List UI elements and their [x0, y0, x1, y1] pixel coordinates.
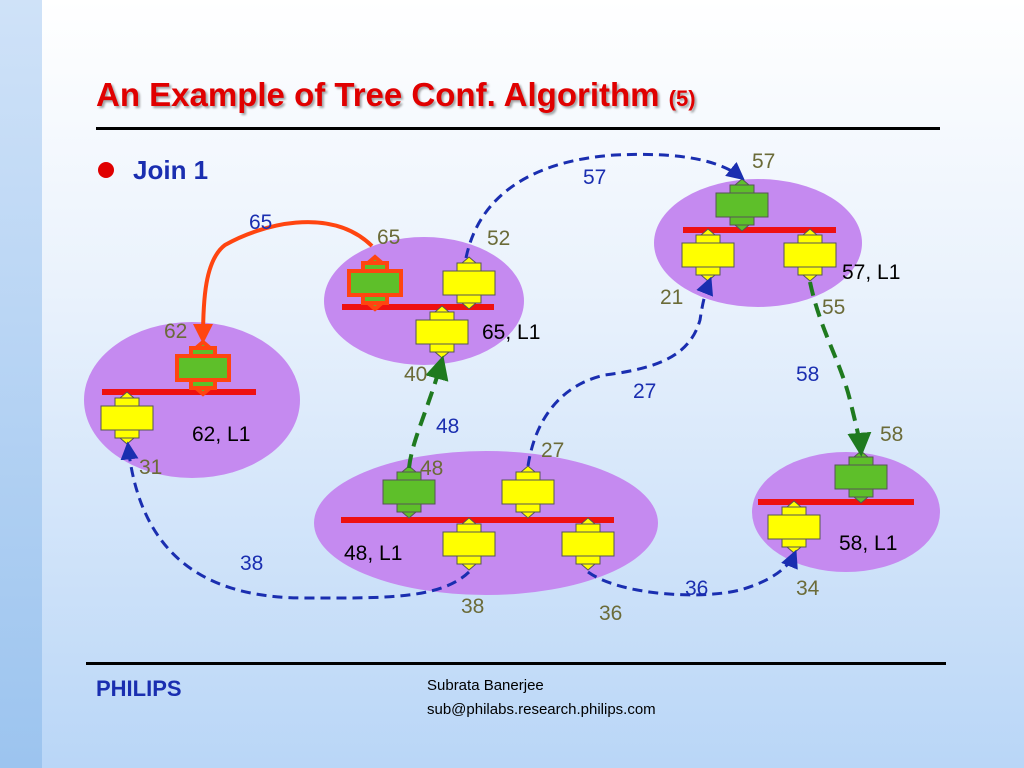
edge-52-to-57 [464, 152, 745, 259]
edge-label-38: 38 [240, 552, 263, 575]
left-decorative-strip [0, 0, 42, 768]
cluster-62-label: 62, L1 [192, 423, 250, 446]
slide-title: An Example of Tree Conf. Algorithm (5) [96, 76, 696, 114]
edge-label-65: 65 [249, 211, 272, 234]
author-info: Subrata Banerjee sub@philabs.research.ph… [427, 674, 656, 722]
node-label-40: 40 [404, 363, 427, 386]
title-text: An Example of Tree Conf. Algorithm [96, 76, 660, 113]
node-label-21: 21 [660, 286, 683, 309]
edge-65-to-62 [193, 220, 374, 344]
node-label-36: 36 [599, 602, 622, 625]
cluster-62-ellipse [84, 322, 300, 478]
author-name: Subrata Banerjee [427, 677, 544, 694]
cluster-62-bar [102, 389, 256, 395]
edge-48-to-40 [407, 355, 449, 469]
edge-36-to-34 [587, 549, 798, 597]
node-label-65: 65 [377, 226, 400, 249]
bullet-dot [98, 162, 114, 178]
cluster-65-bar [342, 304, 494, 310]
edge-label-36: 36 [685, 577, 708, 600]
node-label-62: 62 [164, 320, 187, 343]
cluster-58-label: 58, L1 [839, 532, 897, 555]
edge-label-58: 58 [796, 363, 819, 386]
node-label-55: 55 [822, 296, 845, 319]
node-label-34: 34 [796, 577, 820, 600]
node-label-52: 52 [487, 227, 510, 250]
title-rule [96, 127, 940, 130]
node-label-48: 48 [420, 457, 443, 480]
author-email: sub@philabs.research.philips.com [427, 701, 656, 718]
cluster-57-label: 57, L1 [842, 261, 900, 284]
node-label-57: 57 [752, 150, 775, 173]
node-label-27: 27 [541, 439, 564, 462]
cluster-48-label: 48, L1 [344, 542, 402, 565]
title-suffix: (5) [668, 86, 696, 111]
cluster-65-ellipse [324, 237, 524, 365]
node-label-58: 58 [880, 423, 903, 446]
cluster-58-bar [758, 499, 914, 505]
cluster-57-bar [683, 227, 836, 233]
node-label-31: 31 [139, 456, 162, 479]
edge-label-27: 27 [633, 380, 656, 403]
node-label-38: 38 [461, 595, 484, 618]
brand-logo-text: PHILIPS [96, 676, 182, 701]
edge-label-57: 57 [583, 166, 606, 189]
edge-38-to-31 [120, 441, 471, 600]
edge-27-to-21 [526, 276, 714, 467]
edge-55-to-58 [808, 281, 872, 457]
bullet-text: Join 1 [133, 155, 209, 185]
footer-rule [86, 662, 946, 665]
cluster-48-bar [341, 517, 614, 523]
cluster-65-label: 65, L1 [482, 321, 540, 344]
edge-label-48: 48 [436, 415, 459, 438]
